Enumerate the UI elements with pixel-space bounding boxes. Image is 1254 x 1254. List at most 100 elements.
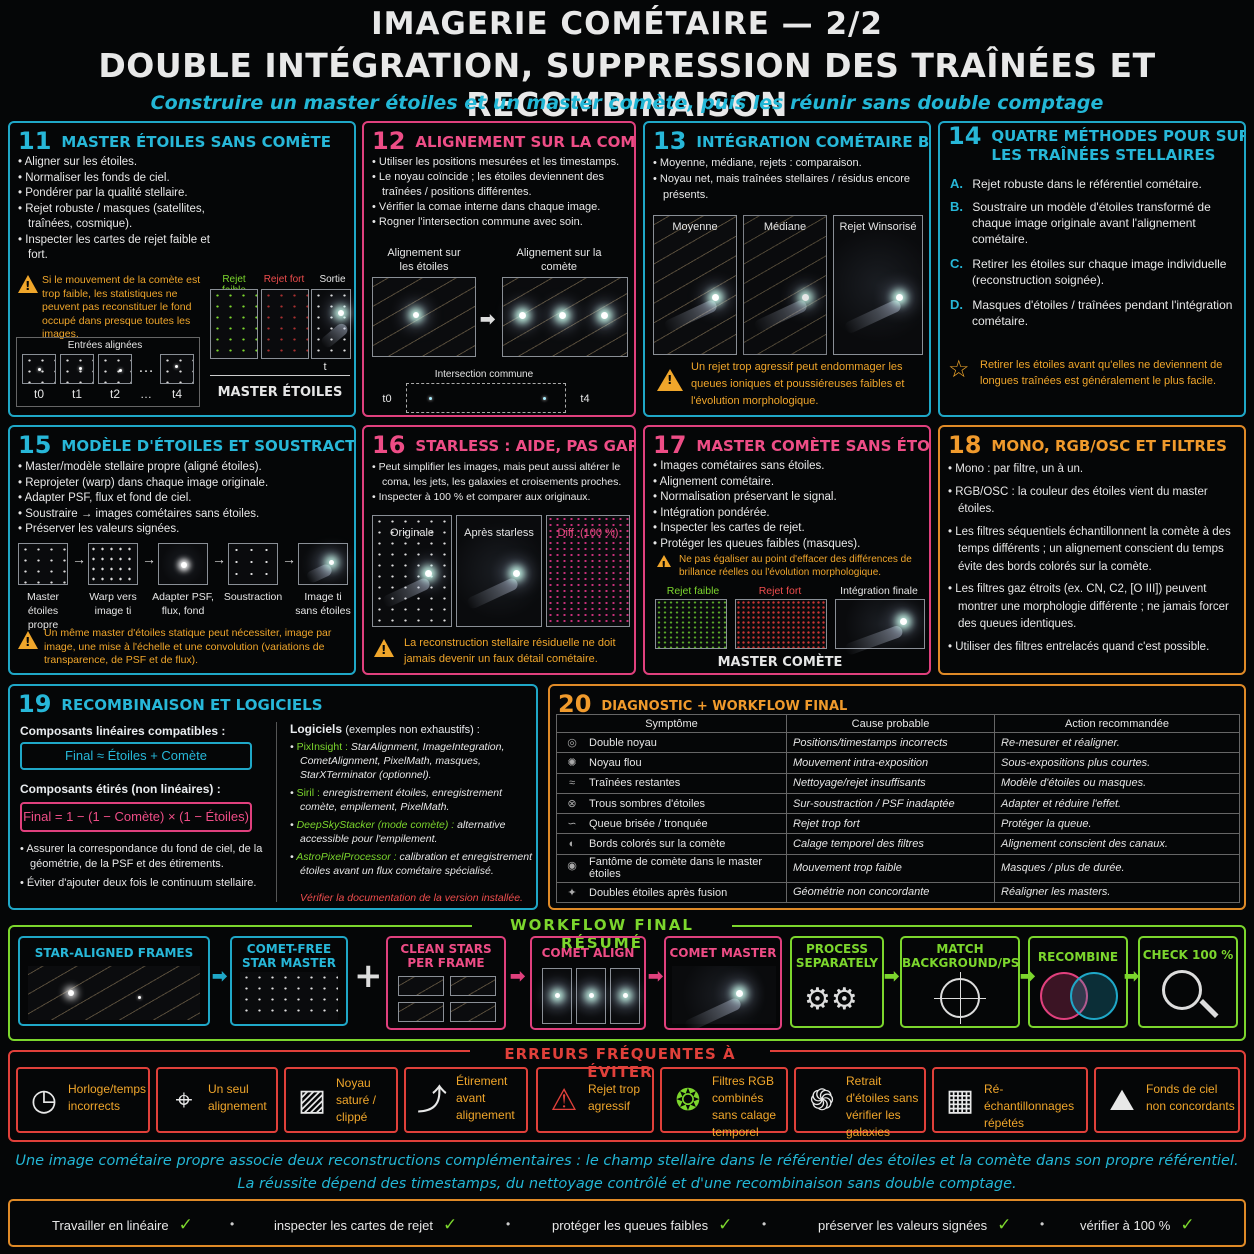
gear-icon: ⚙⚙ xyxy=(804,983,858,1016)
reject-strong-map xyxy=(261,289,309,359)
footer-item: inspecter les cartes de rejet✓ xyxy=(274,1215,458,1234)
label-rejet-winsorise: Rejet Winsorisé xyxy=(839,221,917,233)
aligned-frame-t2 xyxy=(98,354,132,384)
error-stretch: ⤴Étirement avant alignement xyxy=(404,1067,528,1133)
warning-icon xyxy=(657,369,683,391)
arrow-right-icon: ➡ xyxy=(1124,966,1140,986)
arrow-right-icon: ➡ xyxy=(510,966,526,986)
error-rgb: ❂Filtres RGB combinés sans calage tempor… xyxy=(660,1067,788,1139)
wf-comet-master: COMET MASTER xyxy=(664,936,782,1030)
grid-icon: ▦ xyxy=(945,1084,975,1117)
formula-linear: Final ≈ Étoiles + Comète xyxy=(20,742,252,770)
warning-icon xyxy=(374,639,394,657)
label-step3: Adapter PSF, flux, fond xyxy=(152,591,214,617)
aligned-frame-t1 xyxy=(60,354,94,384)
label-originale: Originale xyxy=(389,527,435,539)
rgb-icon: ❂ xyxy=(675,1084,701,1117)
label-moyenne: Moyenne xyxy=(672,221,718,233)
wf-star-aligned-frames: STAR-ALIGNED FRAMES xyxy=(18,936,210,1026)
time-t1: t1 xyxy=(71,387,82,401)
time-axis-label: t xyxy=(323,361,327,373)
footer-item: préserver les valeurs signées✓ xyxy=(818,1215,1012,1234)
panel-11-warning: Si le mouvement de la comète est trop fa… xyxy=(42,274,201,340)
winsorized-stack xyxy=(833,215,923,355)
arrow-right-icon: ➡ xyxy=(212,966,228,986)
label-common-intersection: Intersection commune xyxy=(434,369,534,380)
output-image xyxy=(311,289,351,359)
arrow-icon: → xyxy=(212,551,226,567)
label-linear: Composants linéaires compatibles : xyxy=(20,724,226,738)
final-comet-master xyxy=(835,599,925,657)
wf-comet-free-star-master: COMET-FREE STAR MASTER xyxy=(230,936,348,1026)
arrow-right-icon: ➡ xyxy=(648,966,664,986)
method-d: D. Masques d'étoiles / traînées pendant … xyxy=(950,297,1233,328)
warning-icon xyxy=(657,555,671,573)
time-arrow xyxy=(210,375,350,376)
arrow-right-icon: ➡ xyxy=(1020,966,1036,986)
label-diff: Diff. (100 %) xyxy=(557,527,619,539)
arrow-icon: → xyxy=(72,551,86,567)
workflow-title: WORKFLOW FINAL RÉSUMÉ xyxy=(472,916,732,952)
label-rejet-fort: Rejet fort xyxy=(758,585,802,597)
arrow-icon: → xyxy=(142,551,156,567)
reject-strong-map xyxy=(735,599,827,649)
label-stretched: Composants étirés (non linéaires) : xyxy=(20,782,221,796)
panel-16-warning: La reconstruction stellaire résiduelle n… xyxy=(404,637,616,665)
star-aligned-stack xyxy=(372,277,476,357)
divider xyxy=(276,722,277,902)
error-clock: ◷Horloge/temps incorrects xyxy=(16,1067,150,1133)
reject-weak-map xyxy=(655,599,727,649)
error-saturated: ▨Noyau saturé / clippé xyxy=(284,1067,398,1133)
page-title: IMAGERIE COMÉTAIRE — 2/2 xyxy=(371,6,883,42)
warning-icon xyxy=(18,631,38,649)
ellipsis: … xyxy=(138,359,154,376)
mountain-icon: ⛰ xyxy=(1109,1084,1135,1117)
curve-icon: ⤴ xyxy=(417,1084,447,1117)
software-list: PixInsight : StarAlignment, ImageIntegra… xyxy=(290,740,532,878)
step-psf xyxy=(158,543,208,585)
diff-image xyxy=(546,515,630,627)
wf-process-separately: PROCESS SEPARATELY ⚙⚙ xyxy=(790,936,884,1028)
warning-icon xyxy=(18,275,38,293)
magnifier-icon xyxy=(1162,970,1202,1010)
crosshair-icon: ⌖ xyxy=(175,1084,193,1117)
starless-image xyxy=(456,515,542,627)
panel-15-bullets: Master/modèle stellaire propre (aligné é… xyxy=(18,460,348,538)
wf-match-background: MATCH BACKGROUND/PSF xyxy=(900,936,1020,1028)
label-rejet-fort: Rejet fort xyxy=(263,274,305,285)
mean-stack xyxy=(653,215,737,355)
median-stack xyxy=(743,215,827,355)
label-integration-finale: Intégration finale xyxy=(840,585,918,597)
intersection-box xyxy=(406,383,566,413)
time-t0: t0 xyxy=(382,393,392,405)
galaxy-icon: ֍ xyxy=(809,1084,835,1117)
hatch-icon: ▨ xyxy=(297,1084,327,1117)
error-reject: ⚠Rejet trop agressif xyxy=(536,1067,654,1133)
aligned-inputs-box xyxy=(16,337,200,407)
arrow-right-icon: ➡ xyxy=(884,966,900,986)
star-icon: ☆ xyxy=(948,356,970,383)
wf-check-100: CHECK 100 % xyxy=(1138,936,1238,1028)
label-rejet-faible: Rejet faible xyxy=(666,585,720,597)
error-single-align: ⌖Un seul alignement xyxy=(156,1067,278,1133)
verify-docs-note: Vérifier la documentation de la version … xyxy=(300,892,523,904)
method-c: C. Retirer les étoiles sur chaque image … xyxy=(950,256,1227,287)
master-etoiles-label: MASTER ÉTOILES xyxy=(217,385,343,400)
method-a: A. Rejet robuste dans le référentiel com… xyxy=(950,176,1202,191)
